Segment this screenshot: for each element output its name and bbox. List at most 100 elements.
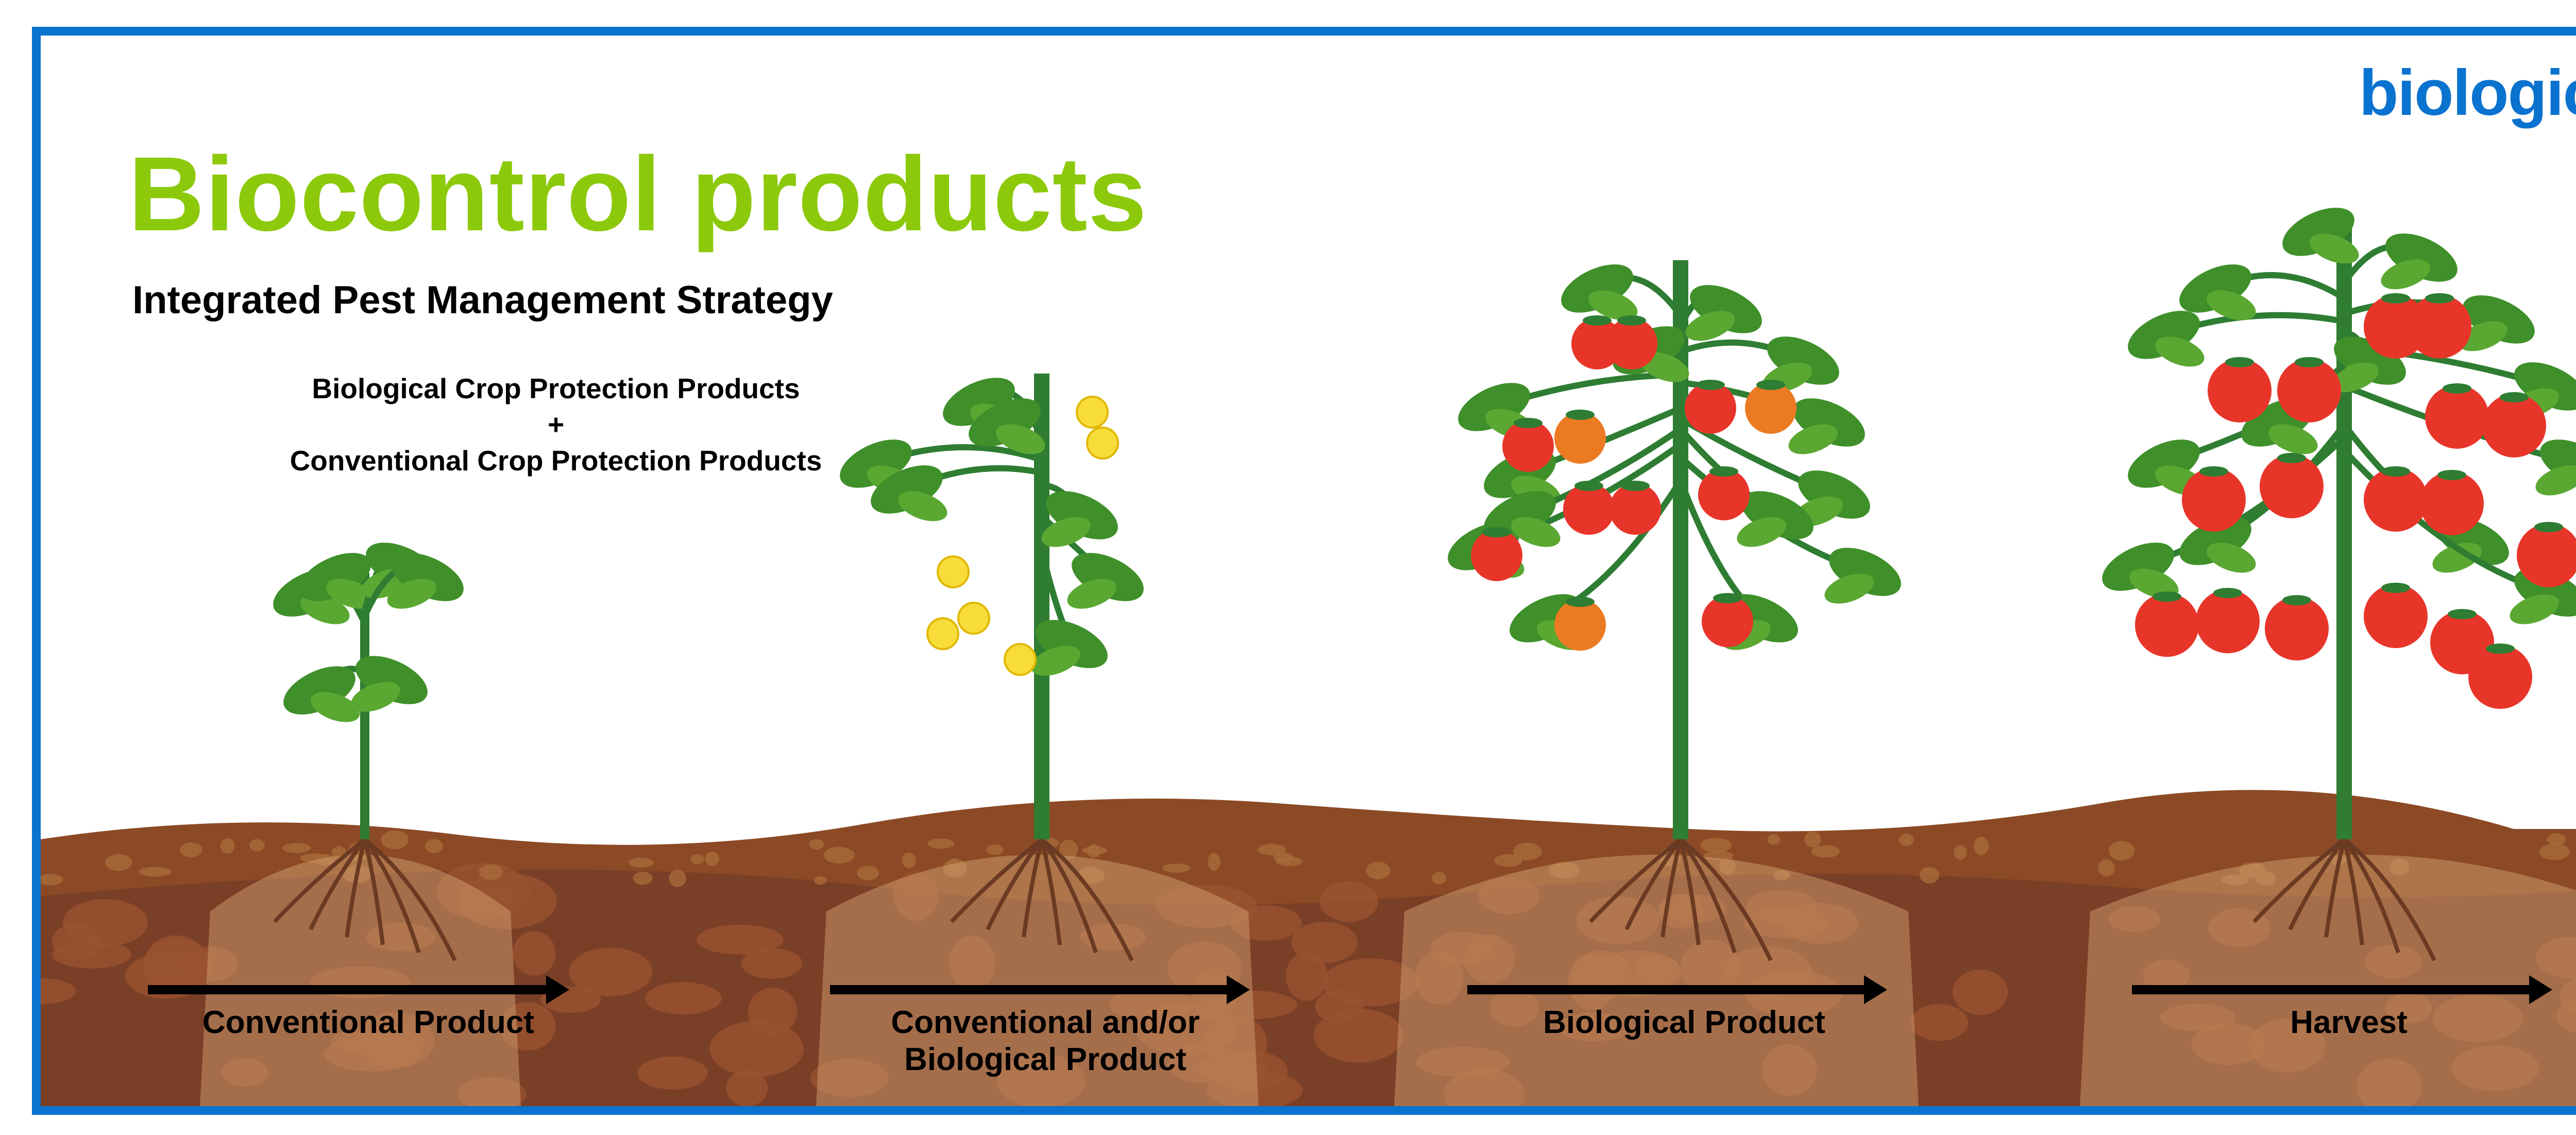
pebble (1719, 857, 1736, 875)
tomato-calyx (1583, 315, 1612, 326)
root (363, 837, 457, 961)
arrow-shaft (2132, 985, 2532, 994)
page-title: Biocontrol products (128, 135, 1147, 253)
pebble (810, 1059, 889, 1097)
tomato-calyx (1514, 418, 1543, 428)
leaf (1685, 311, 1735, 341)
flower (957, 602, 990, 635)
pebble (1167, 941, 1242, 996)
root (2288, 838, 2346, 930)
tomato-calyx (2277, 453, 2306, 463)
pebble (1513, 842, 1543, 860)
tomato-plant-3 (1448, 260, 1901, 961)
leaf (2381, 259, 2431, 290)
pebble (1743, 907, 1827, 938)
soil-top-layer (41, 790, 2576, 905)
pebble (300, 853, 328, 863)
tomato-calyx (1709, 466, 1738, 477)
tomato-calyx (2448, 609, 2477, 619)
tomato-calyx (1621, 481, 1650, 491)
pebble (2160, 1004, 2235, 1031)
pebble (1974, 837, 1989, 855)
tomato-calyx (1713, 593, 1742, 603)
tomato (1609, 483, 1661, 535)
stage-label-3: Biological Product (1543, 1005, 1825, 1040)
root (1679, 838, 1737, 954)
tomato-calyx (2381, 466, 2410, 477)
soil (41, 790, 2576, 1106)
pebble (1208, 853, 1221, 871)
root-zone-4 (2080, 855, 2576, 1106)
leaf (1041, 517, 1091, 547)
tomato (2364, 468, 2428, 532)
root (363, 838, 421, 954)
root (2342, 839, 2364, 945)
stage-label-2: Conventional and/or Biological Product (762, 1004, 1329, 1078)
tomato (2482, 394, 2546, 458)
tomato (1685, 382, 1736, 434)
arrow-3 (1467, 975, 1887, 1004)
tomato-calyx (2425, 293, 2454, 303)
tomato (1502, 420, 1554, 472)
plants (273, 208, 2576, 961)
root (950, 837, 1043, 923)
pebble (1431, 931, 1494, 965)
tomato (2468, 645, 2532, 709)
stage-label-4: Harvest (2290, 1005, 2408, 1040)
pebble (1724, 946, 1812, 997)
pebble (1162, 863, 1191, 873)
pebble (1285, 952, 1328, 1001)
tomato-calyx (2199, 466, 2228, 477)
tomato-calyx (2381, 293, 2410, 303)
pebble (1494, 854, 1522, 867)
pebble (902, 852, 916, 869)
pebble (1761, 1044, 1817, 1096)
pebble (741, 948, 803, 979)
pebble (1415, 951, 1464, 1005)
stage-label-2-line2: Biological Product (904, 1042, 1187, 1077)
pebble (809, 839, 824, 850)
leaf (2510, 594, 2560, 624)
pebble (645, 982, 722, 1015)
tomato (2364, 584, 2428, 648)
arrow-shaft (148, 985, 549, 994)
tomato (2265, 597, 2329, 660)
tomato-plant-4 (2102, 208, 2576, 961)
leaf (2129, 568, 2179, 599)
pebble (2143, 959, 2190, 992)
leaf (995, 424, 1045, 454)
pebble (823, 846, 855, 864)
root (273, 837, 366, 923)
leaf (1788, 424, 1838, 454)
pebble (1198, 1054, 1267, 1083)
root (1589, 837, 1682, 923)
pebble (52, 923, 101, 959)
arrow-1 (148, 975, 569, 1004)
pebble (1910, 1004, 1969, 1041)
root (2343, 837, 2436, 961)
root (1040, 839, 1062, 945)
pebble (2357, 1058, 2422, 1106)
flower (937, 555, 970, 588)
tomato (2425, 385, 2489, 449)
pebble (1489, 989, 1539, 1027)
pebble (1313, 1008, 1404, 1063)
pebble (144, 935, 207, 992)
pebble (1549, 861, 1581, 879)
pebble (1230, 905, 1302, 941)
root-zone-2 (816, 855, 1259, 1106)
tomato-calyx (1566, 597, 1595, 607)
pebble (425, 839, 443, 854)
pebble (2191, 1023, 2265, 1065)
combination-line-biological: Biological Crop Protection Products (312, 372, 800, 404)
pebble (709, 1021, 804, 1077)
tomato-calyx (1756, 380, 1785, 390)
stage-label-2-line1: Conventional and/or (891, 1005, 1200, 1040)
tomato (1554, 412, 1606, 464)
pebble (457, 1077, 527, 1106)
flower (1004, 643, 1037, 676)
tomato-calyx (1696, 380, 1725, 390)
root (2324, 839, 2346, 938)
pebble (1136, 1002, 1236, 1056)
pebble (927, 838, 955, 849)
